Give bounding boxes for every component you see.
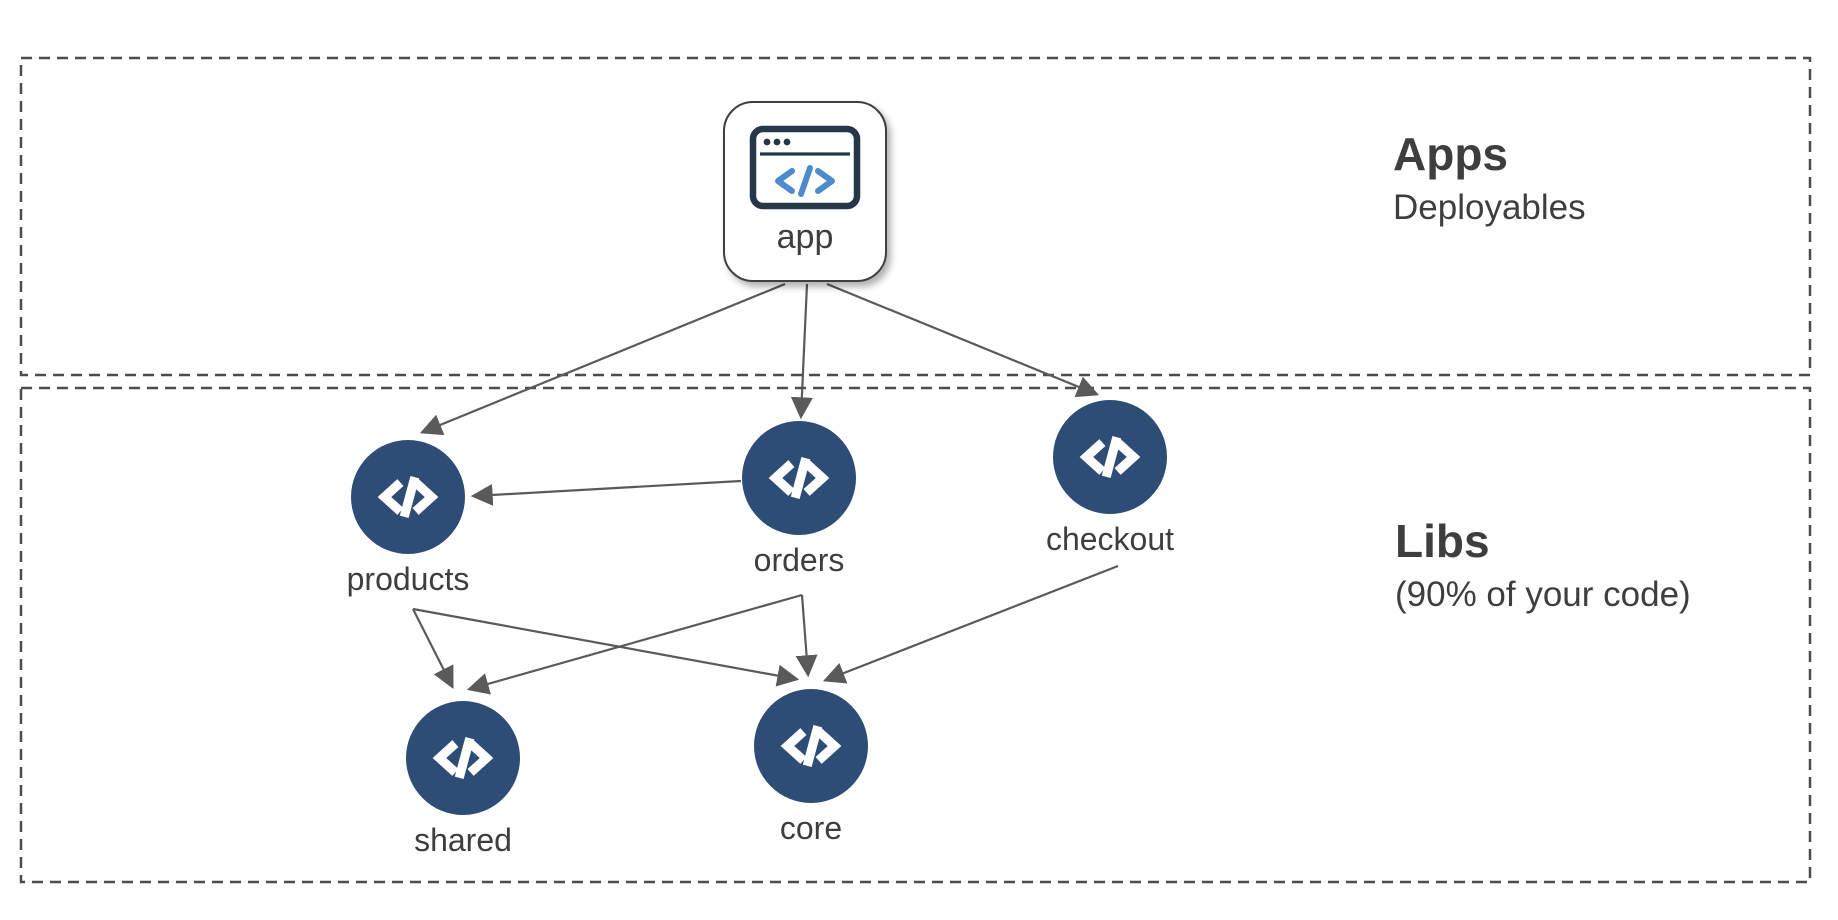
edge-products-to-core [412, 607, 800, 687]
node-checkout-circle [1053, 400, 1167, 514]
libs-section-label: Libs (90% of your code) [1395, 515, 1691, 616]
edge-orders-to-products [470, 479, 742, 506]
edge-app-to-checkout [826, 282, 1100, 398]
node-products: products [293, 440, 523, 598]
node-checkout-label: checkout [1045, 521, 1175, 557]
node-core: core [696, 689, 926, 847]
code-icon [432, 737, 494, 779]
apps-section-box [19, 56, 1812, 377]
node-app-label: app [776, 218, 834, 256]
libs-section-subtitle: (90% of your code) [1395, 574, 1691, 614]
node-app: app [723, 101, 887, 282]
code-icon [377, 476, 439, 518]
browser-code-icon [749, 125, 861, 210]
apps-section-label: Apps Deployables [1393, 128, 1586, 229]
libs-section-box [19, 386, 1812, 884]
edge-app-to-products [419, 282, 786, 436]
code-icon [1079, 436, 1141, 478]
node-checkout: checkout [995, 400, 1225, 558]
edge-orders-to-shared [466, 593, 803, 695]
node-products-label: products [346, 561, 470, 597]
apps-section-title: Apps [1393, 128, 1508, 180]
node-orders-label: orders [753, 542, 845, 578]
node-orders-circle [742, 421, 856, 535]
node-orders: orders [684, 421, 914, 579]
node-products-circle [351, 440, 465, 554]
node-core-label: core [779, 810, 843, 846]
edge-products-to-shared [412, 608, 454, 689]
apps-section-subtitle: Deployables [1393, 187, 1586, 227]
libs-section-title: Libs [1395, 515, 1490, 567]
code-icon [780, 725, 842, 767]
node-core-circle [754, 689, 868, 803]
node-shared: shared [348, 701, 578, 859]
edge-orders-to-core [795, 594, 818, 678]
code-icon [768, 457, 830, 499]
edge-app-to-orders [790, 283, 813, 420]
edge-checkout-to-core [822, 564, 1119, 684]
node-shared-circle [406, 701, 520, 815]
node-shared-label: shared [414, 822, 512, 858]
